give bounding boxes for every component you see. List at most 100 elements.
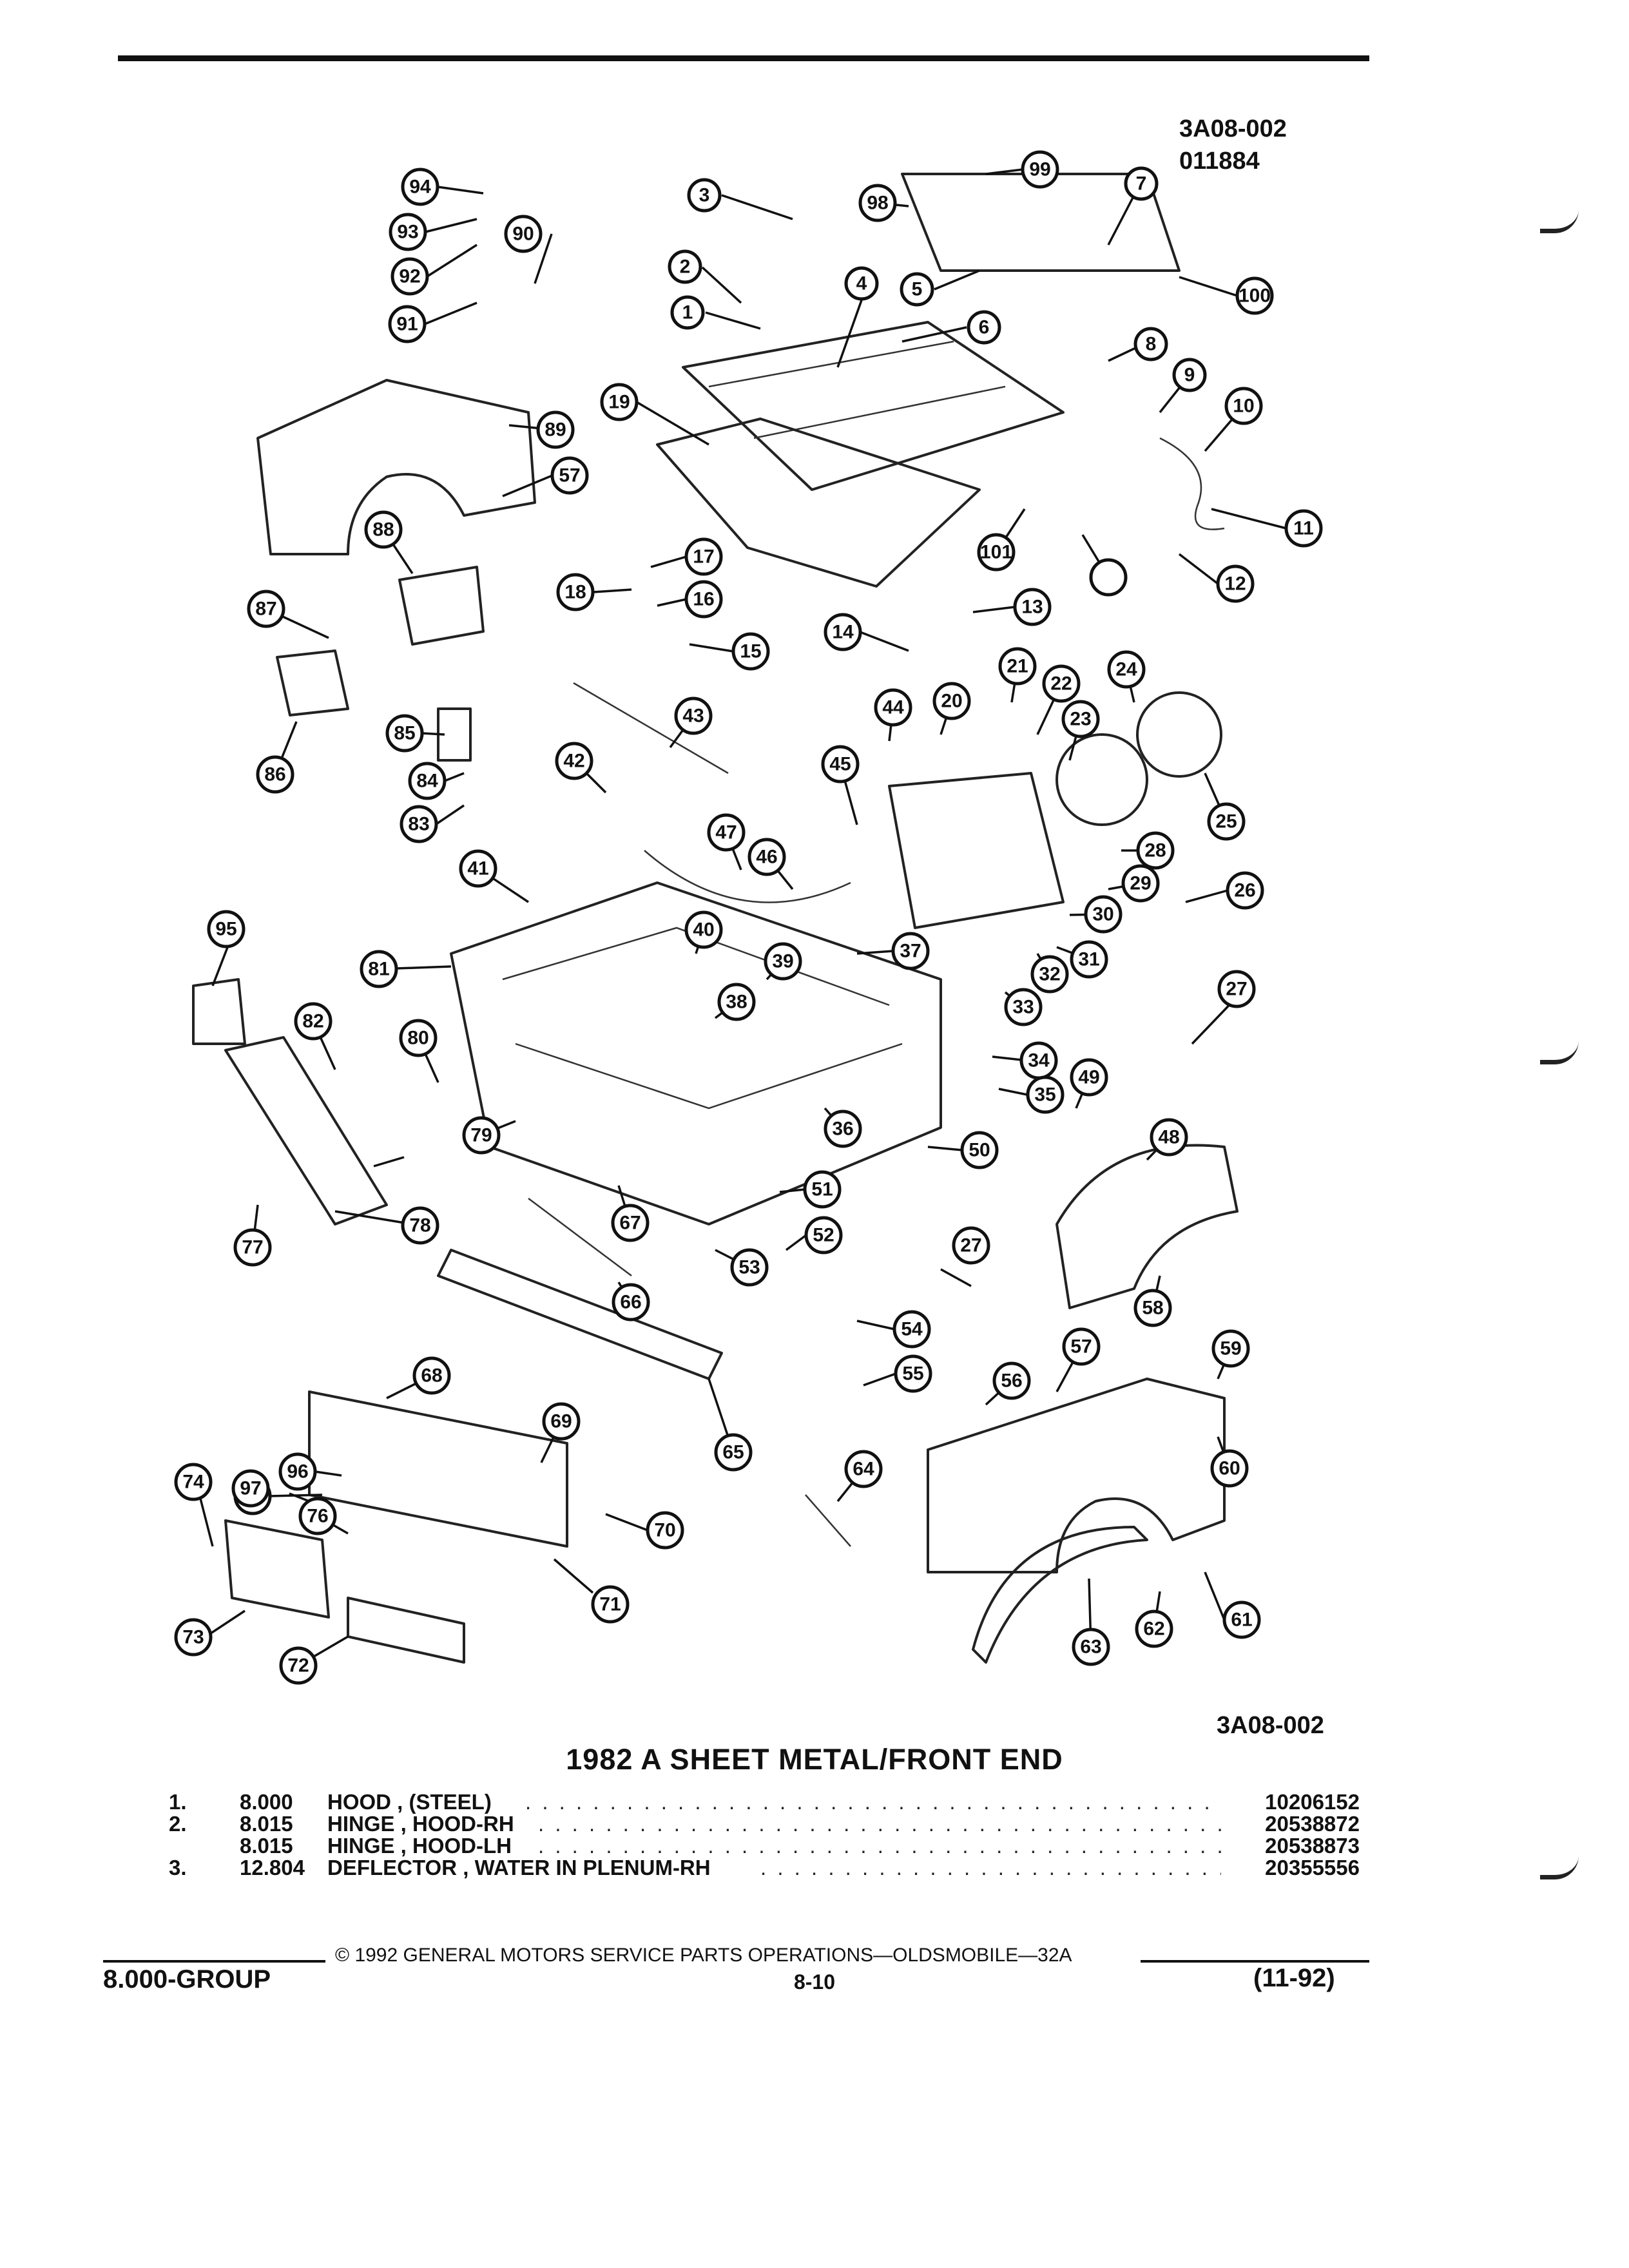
svg-text:44: 44 bbox=[882, 697, 904, 718]
svg-text:42: 42 bbox=[563, 751, 584, 772]
callout: 29 bbox=[1121, 864, 1160, 903]
fender-rh-shape bbox=[927, 1378, 1226, 1573]
svg-text:40: 40 bbox=[693, 919, 714, 941]
svg-text:74: 74 bbox=[182, 1472, 204, 1493]
callout: 18 bbox=[556, 573, 595, 611]
exploded-parts-diagram: 1 2 3 4 5 6 7 8 9 10 11 12 13 14 15 16 1… bbox=[174, 150, 1323, 1685]
callout: 31 bbox=[1070, 940, 1108, 979]
callout: 51 bbox=[803, 1170, 842, 1209]
callout bbox=[1089, 558, 1128, 597]
item-number: 1. bbox=[169, 1790, 187, 1814]
svg-text:4: 4 bbox=[856, 273, 867, 294]
svg-text:16: 16 bbox=[693, 589, 714, 610]
svg-text:1: 1 bbox=[682, 302, 693, 323]
svg-text:65: 65 bbox=[722, 1442, 744, 1463]
svg-text:38: 38 bbox=[726, 992, 747, 1013]
callout: 101 bbox=[977, 533, 1016, 572]
svg-text:99: 99 bbox=[1029, 159, 1050, 180]
svg-text:32: 32 bbox=[1039, 964, 1060, 985]
callout: 40 bbox=[684, 910, 723, 949]
brace-43 bbox=[573, 682, 729, 774]
callout: 4 bbox=[844, 266, 879, 301]
svg-text:11: 11 bbox=[1293, 518, 1314, 539]
callout: 13 bbox=[1013, 588, 1052, 626]
part-number: 20538872 bbox=[1265, 1812, 1360, 1836]
callout: 60 bbox=[1210, 1449, 1249, 1488]
svg-text:77: 77 bbox=[242, 1237, 263, 1258]
callout: 87 bbox=[247, 590, 285, 628]
callout: 98 bbox=[858, 184, 897, 222]
callout: 79 bbox=[462, 1116, 501, 1155]
svg-text:85: 85 bbox=[394, 723, 415, 744]
svg-text:67: 67 bbox=[619, 1213, 641, 1234]
callout: 30 bbox=[1084, 895, 1123, 934]
item-number: 2. bbox=[169, 1812, 187, 1836]
group-number: 8.015 bbox=[240, 1834, 293, 1858]
fan-23-shape bbox=[1055, 733, 1148, 826]
hood-shape bbox=[682, 321, 1065, 491]
svg-text:39: 39 bbox=[772, 951, 793, 972]
callout: 15 bbox=[731, 632, 770, 671]
svg-text:26: 26 bbox=[1234, 880, 1255, 901]
svg-text:25: 25 bbox=[1215, 811, 1237, 832]
svg-text:53: 53 bbox=[738, 1257, 760, 1278]
callout: 34 bbox=[1019, 1041, 1058, 1080]
dot-leader: . . . . . . . . . . . . . . . . . . . . … bbox=[760, 1856, 1221, 1879]
callout: 6 bbox=[967, 310, 1001, 345]
callout: 56 bbox=[992, 1361, 1031, 1400]
svg-text:55: 55 bbox=[902, 1363, 923, 1385]
harness-shape bbox=[1159, 437, 1225, 530]
svg-text:59: 59 bbox=[1220, 1338, 1241, 1360]
svg-text:57: 57 bbox=[1070, 1336, 1092, 1358]
svg-text:86: 86 bbox=[264, 764, 285, 785]
callout: 65 bbox=[714, 1433, 753, 1472]
svg-text:95: 95 bbox=[215, 919, 236, 940]
callout: 10 bbox=[1224, 387, 1263, 425]
copyright-notice: © 1992 GENERAL MOTORS SERVICE PARTS OPER… bbox=[335, 1945, 1072, 1966]
svg-text:94: 94 bbox=[409, 177, 431, 198]
part-number: 20355556 bbox=[1265, 1856, 1360, 1879]
part-number: 10206152 bbox=[1265, 1790, 1360, 1814]
callout: 84 bbox=[408, 762, 447, 800]
callout: 76 bbox=[298, 1497, 337, 1535]
svg-text:56: 56 bbox=[1001, 1370, 1022, 1392]
svg-text:8: 8 bbox=[1146, 334, 1157, 355]
svg-text:6: 6 bbox=[979, 317, 990, 338]
callout: 48 bbox=[1150, 1118, 1188, 1157]
wheel-molding-shape bbox=[972, 1526, 1148, 1664]
svg-text:88: 88 bbox=[372, 519, 394, 541]
callout: 61 bbox=[1222, 1600, 1261, 1639]
callout: 44 bbox=[874, 688, 912, 727]
footer-rule-right bbox=[1141, 1960, 1369, 1963]
svg-text:62: 62 bbox=[1143, 1619, 1164, 1640]
svg-text:27: 27 bbox=[1226, 979, 1247, 1000]
callout: 66 bbox=[612, 1283, 650, 1321]
callout: 25 bbox=[1207, 802, 1246, 841]
svg-text:78: 78 bbox=[409, 1215, 430, 1236]
binder-mark-bottom bbox=[1540, 1856, 1579, 1879]
callout: 8 bbox=[1133, 327, 1168, 361]
svg-text:37: 37 bbox=[900, 941, 921, 962]
callout: 59 bbox=[1211, 1329, 1250, 1368]
svg-text:97: 97 bbox=[240, 1478, 261, 1499]
callout: 95 bbox=[207, 910, 246, 948]
callout: 78 bbox=[401, 1206, 439, 1245]
rod-64 bbox=[805, 1494, 851, 1547]
svg-text:81: 81 bbox=[368, 959, 389, 980]
callout: 41 bbox=[459, 849, 497, 888]
svg-text:2: 2 bbox=[680, 256, 691, 278]
svg-text:71: 71 bbox=[599, 1594, 621, 1615]
hood-crease bbox=[708, 340, 1006, 439]
group-number: 8.000 bbox=[240, 1790, 293, 1814]
dot-leader: . . . . . . . . . . . . . . . . . . . . … bbox=[538, 1834, 1221, 1858]
callout: 33 bbox=[1004, 988, 1043, 1026]
callout: 14 bbox=[824, 613, 862, 651]
svg-text:13: 13 bbox=[1021, 597, 1043, 618]
svg-text:79: 79 bbox=[470, 1125, 492, 1146]
svg-text:57: 57 bbox=[559, 465, 580, 486]
svg-text:66: 66 bbox=[620, 1292, 641, 1313]
svg-text:12: 12 bbox=[1224, 573, 1246, 595]
callout: 94 bbox=[401, 168, 439, 206]
header-panel-shape bbox=[308, 1390, 568, 1548]
hood-insulator-shape bbox=[656, 418, 981, 588]
